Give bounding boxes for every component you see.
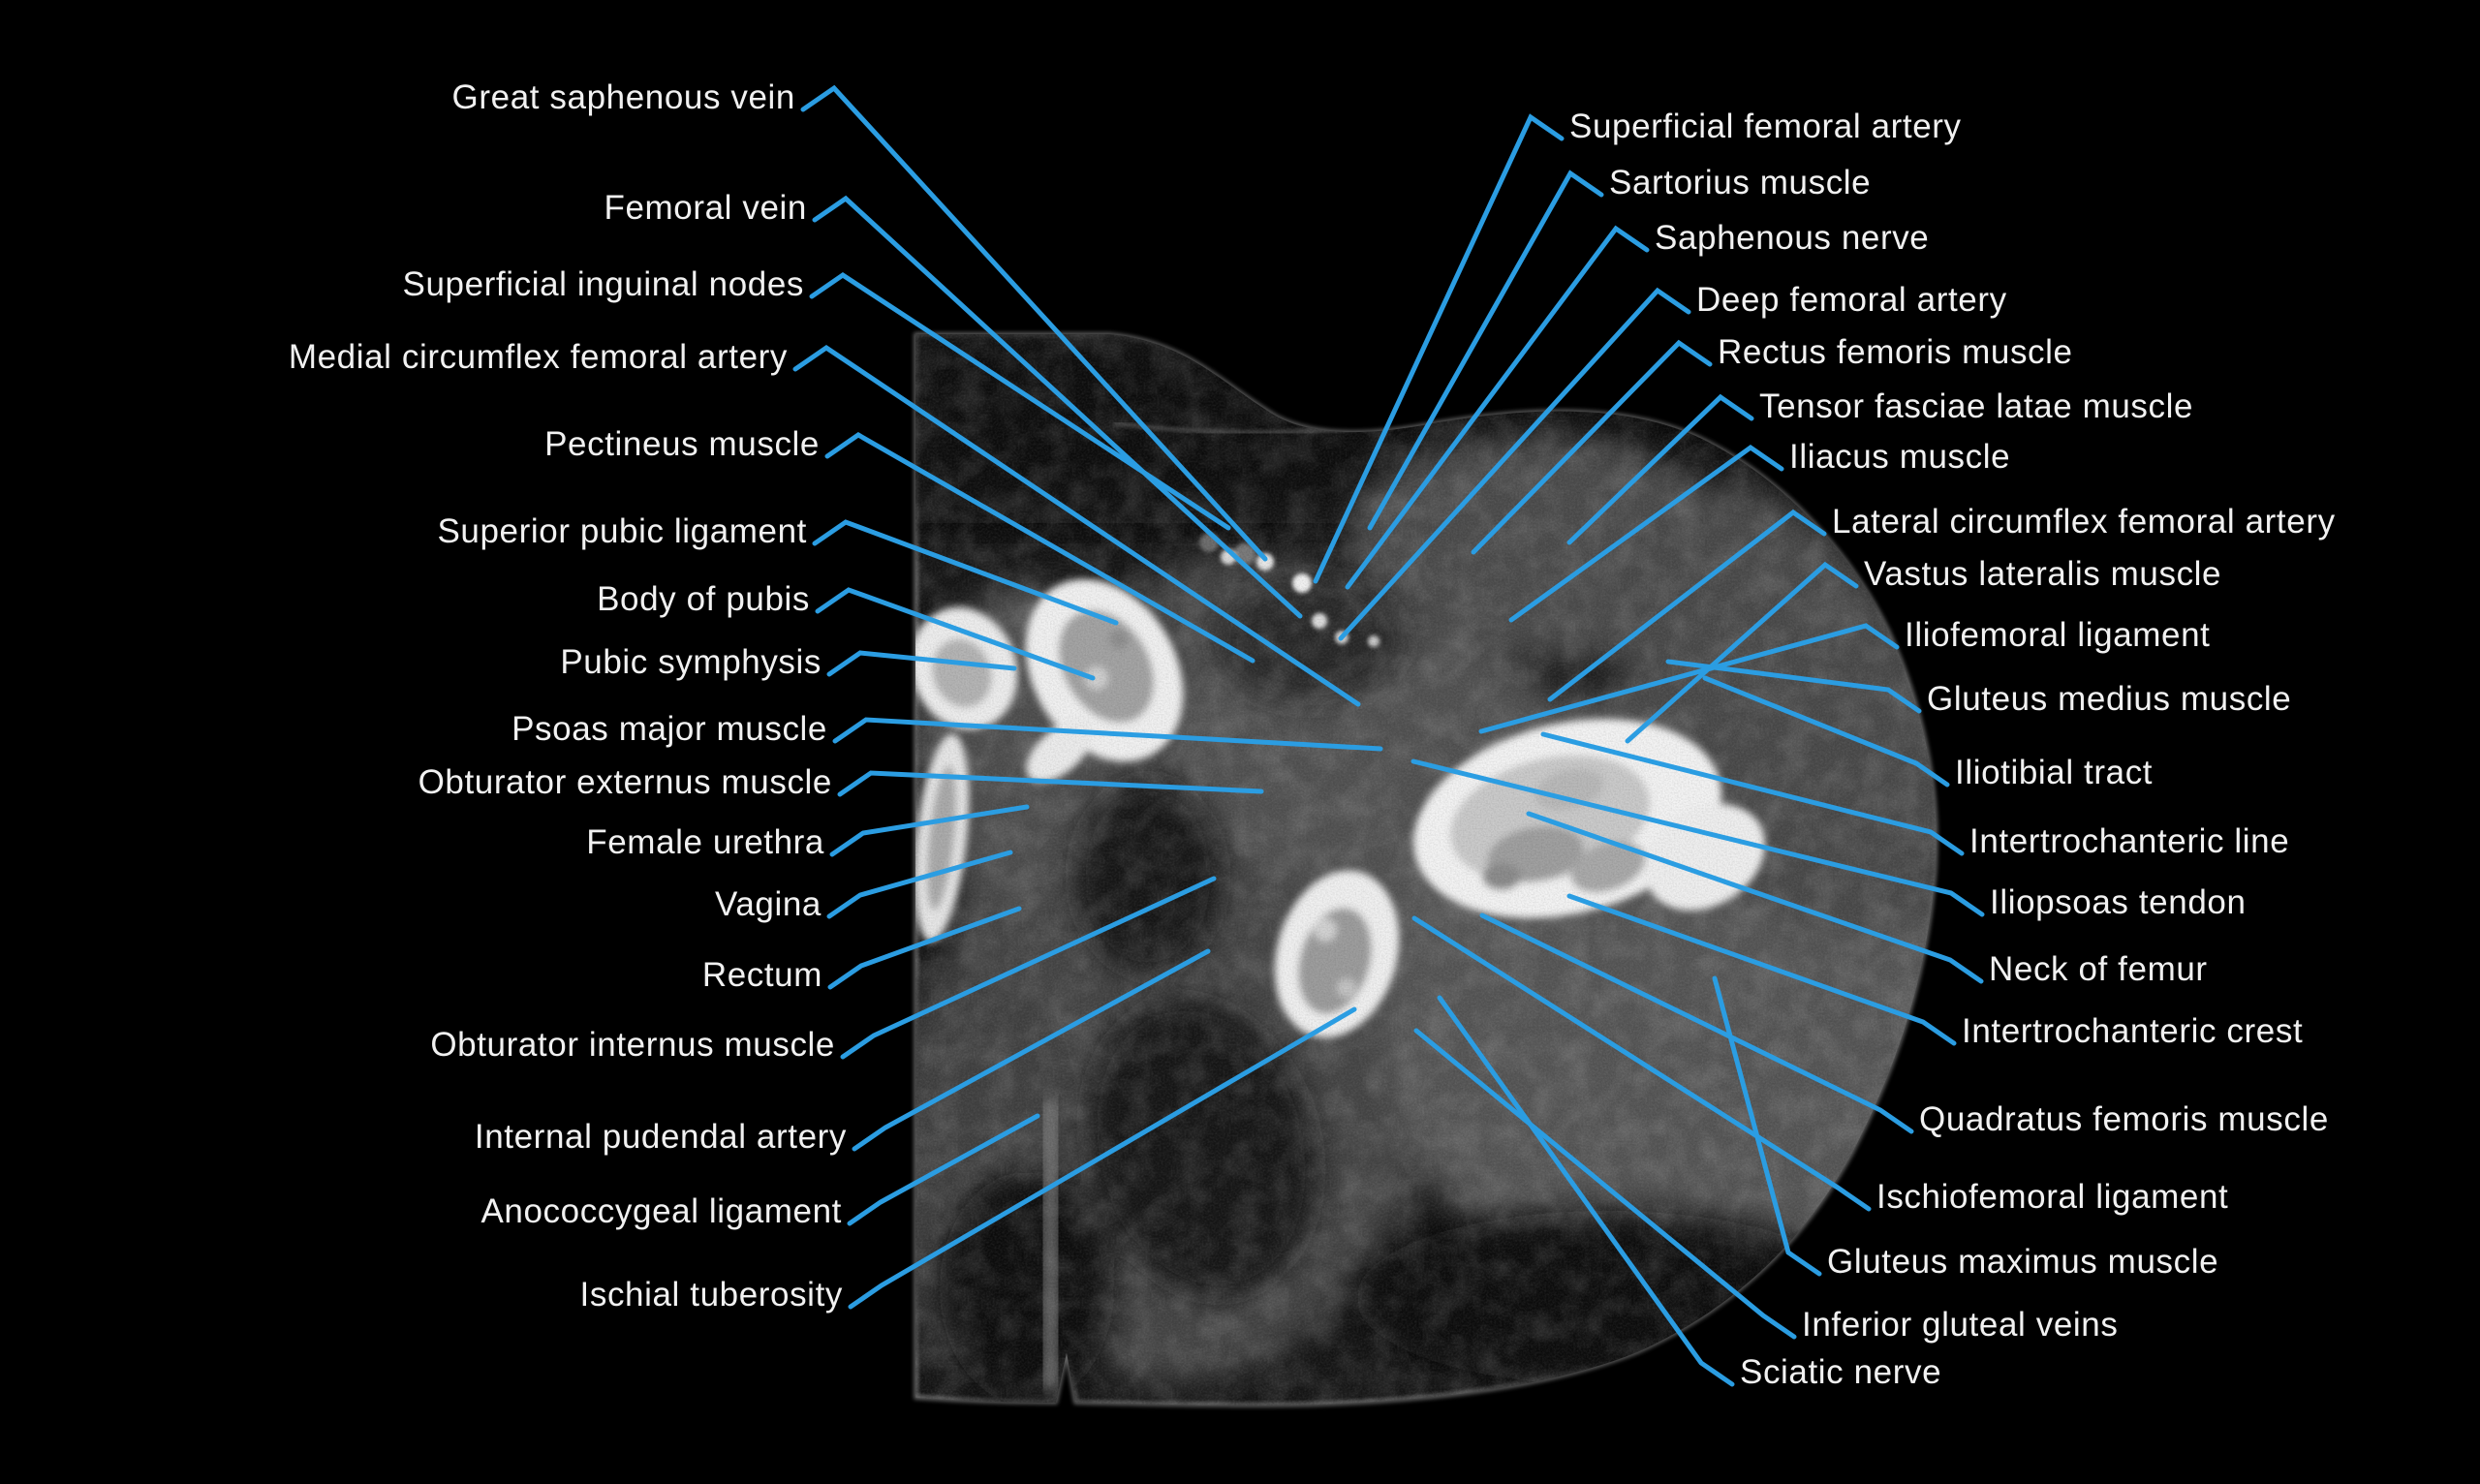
anatomy-label-left-12: Rectum: [701, 956, 822, 994]
anatomy-label-right-14: Neck of femur: [1989, 950, 2208, 988]
anatomy-label-right-11: Iliotibial tract: [1955, 754, 2154, 791]
anatomy-label-right-1: Sartorius muscle: [1609, 164, 1872, 201]
leader-line: [1712, 975, 1822, 1277]
leader-line: [832, 717, 1383, 752]
anatomy-label-left-10: Female urethra: [586, 823, 824, 861]
leader-line: [829, 804, 1030, 857]
anatomy-label-left-9: Obturator externus muscle: [418, 763, 832, 801]
leader-line: [826, 850, 1013, 919]
anatomy-label-left-7: Pubic symphysis: [560, 643, 822, 681]
leader-line: [1478, 623, 1900, 734]
anatomy-label-left-13: Obturator internus muscle: [430, 1026, 835, 1064]
anatomy-label-right-15: Intertrochanteric crest: [1962, 1012, 2304, 1050]
leader-line: [1540, 731, 1965, 856]
leader-line: [847, 1113, 1040, 1226]
anatomy-label-left-0: Great saphenous vein: [451, 78, 795, 116]
anatomy-label-right-12: Intertrochanteric line: [1969, 822, 2290, 860]
leader-line: [1702, 675, 1950, 788]
anatomy-label-left-1: Femoral vein: [604, 189, 807, 227]
leader-line: [826, 650, 1017, 677]
anatomy-label-right-2: Saphenous nerve: [1655, 219, 1930, 257]
anatomy-label-left-8: Psoas major muscle: [512, 710, 827, 748]
leader-line: [837, 770, 1264, 797]
anatomy-label-left-14: Internal pudendal artery: [474, 1118, 847, 1156]
leader-line: [1367, 170, 1604, 531]
anatomy-label-right-8: Vastus lateralis muscle: [1864, 555, 2222, 593]
leader-line: [1313, 113, 1565, 584]
anatomy-label-right-10: Gluteus medius muscle: [1927, 680, 2292, 718]
leader-line: [824, 432, 1256, 664]
leader-line: [1547, 509, 1827, 702]
leader-line: [840, 876, 1217, 1060]
leader-line: [809, 271, 1231, 531]
leader-line: [812, 519, 1119, 626]
leader-line: [1566, 893, 1957, 1046]
anatomy-label-right-13: Iliopsoas tendon: [1990, 883, 2247, 921]
leader-line: [1338, 287, 1691, 641]
anatomy-label-right-18: Gluteus maximus muscle: [1827, 1243, 2219, 1281]
anatomy-label-right-17: Ischiofemoral ligament: [1876, 1178, 2229, 1216]
anatomy-label-left-3: Medial circumflex femoral artery: [288, 338, 788, 376]
leader-line: [852, 948, 1211, 1152]
leader-line: [827, 906, 1022, 990]
anatomy-label-right-6: Iliacus muscle: [1789, 438, 2011, 476]
leader-line: [800, 84, 1268, 562]
anatomy-label-left-4: Pectineus muscle: [544, 425, 820, 463]
leader-line: [1526, 811, 1984, 984]
leader-line: [1410, 758, 1985, 917]
anatomy-label-right-5: Tensor fasciae latae muscle: [1759, 387, 2194, 425]
anatomy-label-right-9: Iliofemoral ligament: [1905, 616, 2211, 654]
anatomy-label-left-5: Superior pubic ligament: [437, 512, 807, 550]
anatomy-label-left-2: Superficial inguinal nodes: [402, 265, 804, 303]
anatomy-label-right-20: Sciatic nerve: [1740, 1353, 1942, 1391]
leader-line: [1437, 995, 1735, 1387]
anatomy-label-left-16: Ischial tuberosity: [579, 1276, 843, 1314]
anatomy-label-right-19: Inferior gluteal veins: [1802, 1306, 2119, 1344]
leader-line: [1566, 393, 1754, 545]
leader-line: [1479, 912, 1914, 1134]
anatomy-label-left-15: Anococcygeal ligament: [480, 1192, 842, 1230]
leader-line: [792, 344, 1361, 707]
anatomy-label-right-0: Superficial femoral artery: [1569, 108, 1962, 145]
anatomy-label-left-6: Body of pubis: [597, 580, 810, 618]
leader-line: [1665, 659, 1922, 714]
leader-line: [1471, 339, 1713, 555]
leader-line: [848, 1006, 1357, 1310]
anatomy-label-left-11: Vagina: [715, 885, 822, 923]
anatomy-label-right-7: Lateral circumflex femoral artery: [1832, 503, 2336, 541]
leader-line: [1411, 915, 1872, 1212]
leader-line: [815, 587, 1096, 681]
leader-line: [1625, 561, 1859, 744]
anatomy-label-right-16: Quadratus femoris muscle: [1919, 1100, 2329, 1138]
anatomy-label-right-4: Rectus femoris muscle: [1718, 333, 2073, 371]
leader-line: [1508, 444, 1784, 623]
leader-line: [1345, 225, 1650, 590]
anatomy-label-right-3: Deep femoral artery: [1696, 281, 2007, 319]
